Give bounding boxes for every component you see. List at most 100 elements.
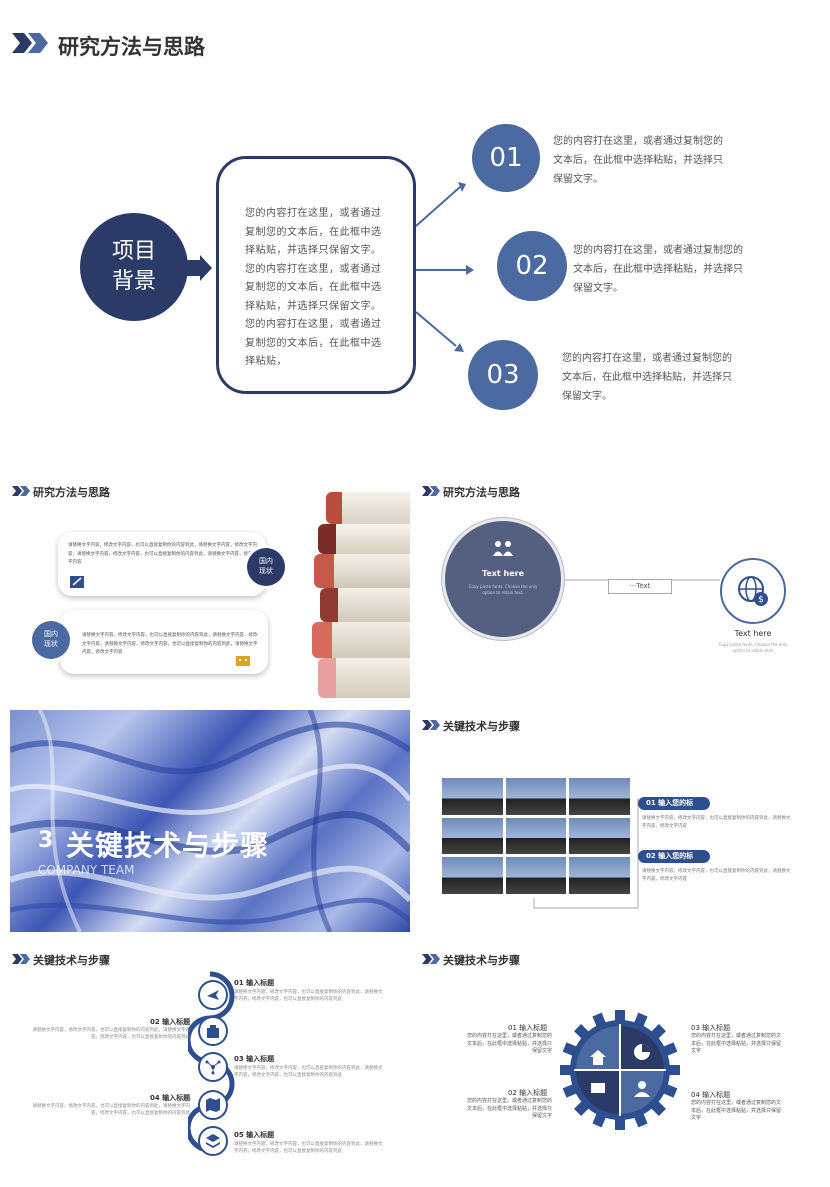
grid-photo [442,817,503,855]
grid-photo [505,857,567,894]
grid-photo [442,778,503,815]
card-2-text: 请替换文字内容，修改文字内容，也可以直接复制你的内容到此，请替换文字内容，修改文… [82,633,258,656]
chevron-icon [12,486,30,496]
connector-arrows [415,182,474,352]
globe-dollar-icon: $ [738,576,768,606]
section-title: 关键技术与步骤 [66,829,270,862]
small-circle-title: Text here [734,629,772,638]
svg-text:$: $ [758,595,764,605]
step-icon-3 [198,1052,228,1082]
pill-01: 01 输入您的标 [638,797,710,810]
item-text-02: 您的内容打在这里，或者通过复制您的文本后，在此框中选择粘贴，并选择只保留文字。 [573,245,743,294]
content-box-text: 您的内容打在这里，或者通过复制您的文本后，在此框中选择粘贴，并选择只保留文字。您… [245,208,382,367]
grid-photo [569,857,630,894]
slide-title: 关键技术与步骤 [443,954,520,967]
section-number: 3 [38,828,54,853]
bracket-lines [533,798,639,909]
airplane-icon [207,990,219,1000]
big-circle: Text here Copy paste fonts. Choose the o… [442,518,564,640]
pill-02-text: 请替换文字内容，修改文字内容，也可以直接复制你的内容到此，请替换文字内容，修改文… [642,869,791,882]
step-5-text: 请替换文字内容，修改文字内容，也可以直接复制你的内容到此，请替换文字内容，修改文… [234,1142,383,1155]
card-2-badge: 国内 现状 [32,621,70,659]
building-icon [207,1025,219,1038]
slide-key-tech-6: 关键技术与步骤 [420,944,820,1174]
arrow-right-icon [186,255,212,281]
item-1-label: 01 输入标题 [508,1024,548,1032]
slide-research-2: 研究方法与思路 Text here Copy paste fonts. Choo… [420,478,820,704]
project-background-circle: 项目 背景 [80,213,188,321]
card-2: 请替换文字内容，修改文字内容，也可以直接复制你的内容到此，请替换文字内容，修改文… [60,610,268,674]
item-4-label: 04 输入标题 [691,1091,731,1099]
item-3-text: 您的内容打在这里，或者通过复制您的文本后，在此框中选择粘贴，并选择只保留文字 [691,1033,782,1054]
map-icon [206,1098,220,1112]
circle-label-line1: 项目 [111,239,156,264]
slide-key-tech-5: 关键技术与步骤 01 输入标题 请替换文字内容，修改文字内容，也可以直接复制你的… [10,944,410,1174]
team-icon [493,541,513,556]
grid-photo [569,778,630,815]
card-1: 请替换文字内容，修改文字内容，也可以直接复制你的内容到此，请替换文字内容，修改文… [58,532,266,596]
content-box: 您的内容打在这里，或者通过复制您的文本后，在此框中选择粘贴，并选择只保留文字。您… [216,156,416,394]
step-icon-5 [198,1126,228,1156]
slide-title: 关键技术与步骤 [443,720,520,733]
number-circle-01: 01 [472,124,540,192]
building-icon [236,656,250,666]
connector-line [564,579,720,581]
item-4-text: 您的内容打在这里，或者通过复制您的文本后，在此框中选择粘贴，并选择只保留文字 [691,1100,782,1121]
chevron-icon [12,954,30,964]
big-circle-title: Text here [481,569,525,578]
small-circle-sub: Copy paste fonts. Choose the only option… [718,642,788,654]
section-subtitle: COMPANY TEAM [38,863,135,877]
main-slide: 研究方法与思路 项目 背景 您的内容打在这里，或者通过复制您的文本后，在此框中选… [0,0,830,470]
edit-icon [70,576,84,588]
step-icon-4 [198,1090,228,1120]
marble-pattern [10,710,410,932]
step-3-label: 03 输入标题 [234,1055,275,1063]
step-4-text: 请替换文字内容，修改文字内容，也可以直接复制你的内容到此，请替换文字内容，修改文… [32,1104,191,1117]
number-circle-02: 02 [497,231,567,301]
grid-photo [505,778,567,815]
gear-icon [560,1010,680,1130]
card-1-text: 请替换文字内容，修改文字内容，也可以直接复制你的内容到此，请替换文字内容，修改文… [68,543,257,566]
step-3-text: 请替换文字内容，修改文字内容，也可以直接复制你的内容到此，请替换文字内容，修改文… [234,1066,383,1079]
chevron-icon [422,954,440,964]
page-title: 研究方法与思路 [58,35,205,59]
slide-title: 研究方法与思路 [443,486,520,499]
chevron-icon [422,486,440,496]
step-1-text: 请替换文字内容，修改文字内容，也可以直接复制你的内容到此，请替换文字内容，修改文… [234,990,383,1003]
step-5-label: 05 输入标题 [234,1131,275,1139]
pill-02: 02 输入您的标 [638,850,710,863]
slide-title: 关键技术与步骤 [33,954,110,967]
pill-01-text: 请替换文字内容，修改文字内容，也可以直接复制你的内容到此，请替换文字内容，修改文… [642,816,791,829]
grid-photo [505,817,567,855]
step-1-label: 01 输入标题 [234,979,275,987]
step-icon-2 [198,1016,228,1046]
item-2-label: 02 输入标题 [508,1089,548,1097]
number-circle-03: 03 [468,340,538,410]
item-text-01: 您的内容打在这里，或者通过复制您的文本后，在此框中选择粘贴，并选择只保留文字。 [553,136,723,185]
item-2-text: 您的内容打在这里，或者通过复制您的文本后，在此框中选择粘贴，并选择只保留文字 [466,1098,552,1119]
card-1-badge: 国内 现状 [247,548,285,586]
slide-key-tech-4: 关键技术与步骤 01 输入您的标 请替换文字内容，修改文字内容，也可以直接复制你… [420,710,820,932]
books-image [308,492,410,698]
item-text-03: 您的内容打在这里，或者通过复制您的文本后，在此框中选择粘贴，并选择只保留文字。 [562,353,732,402]
grid-photo [569,817,630,855]
grid-photo [442,857,503,894]
circle-label-line2: 背景 [111,269,156,294]
step-2-text: 请替换文字内容，修改文字内容，也可以直接复制你的内容到此，请替换文字内容，修改文… [32,1028,191,1041]
chevron-icon [422,720,440,730]
network-icon [205,1060,221,1075]
item-3-label: 03 输入标题 [691,1024,731,1032]
item-1-text: 您的内容打在这里，或者通过复制您的文本后，在此框中选择粘贴，并选择只保留文字 [466,1033,552,1054]
slide-section-3: 3 关键技术与步骤 COMPANY TEAM [10,710,410,932]
slide-title: 研究方法与思路 [33,486,110,499]
connector-label: ···Text [608,579,672,594]
step-icon-1 [198,980,228,1010]
big-circle-sub: Copy paste fonts. Choose the only option… [468,584,538,596]
chevron-icon [12,33,48,53]
slide-research-1: 研究方法与思路 请替换文字内容，修改文字内容，也可以直接复制你的内容到此，请替换… [10,478,410,704]
photo-grid [442,778,630,894]
step-2-label: 02 输入标题 [150,1018,191,1026]
small-circle: $ [720,558,786,624]
step-4-label: 04 输入标题 [150,1094,191,1102]
layers-icon [206,1134,220,1148]
